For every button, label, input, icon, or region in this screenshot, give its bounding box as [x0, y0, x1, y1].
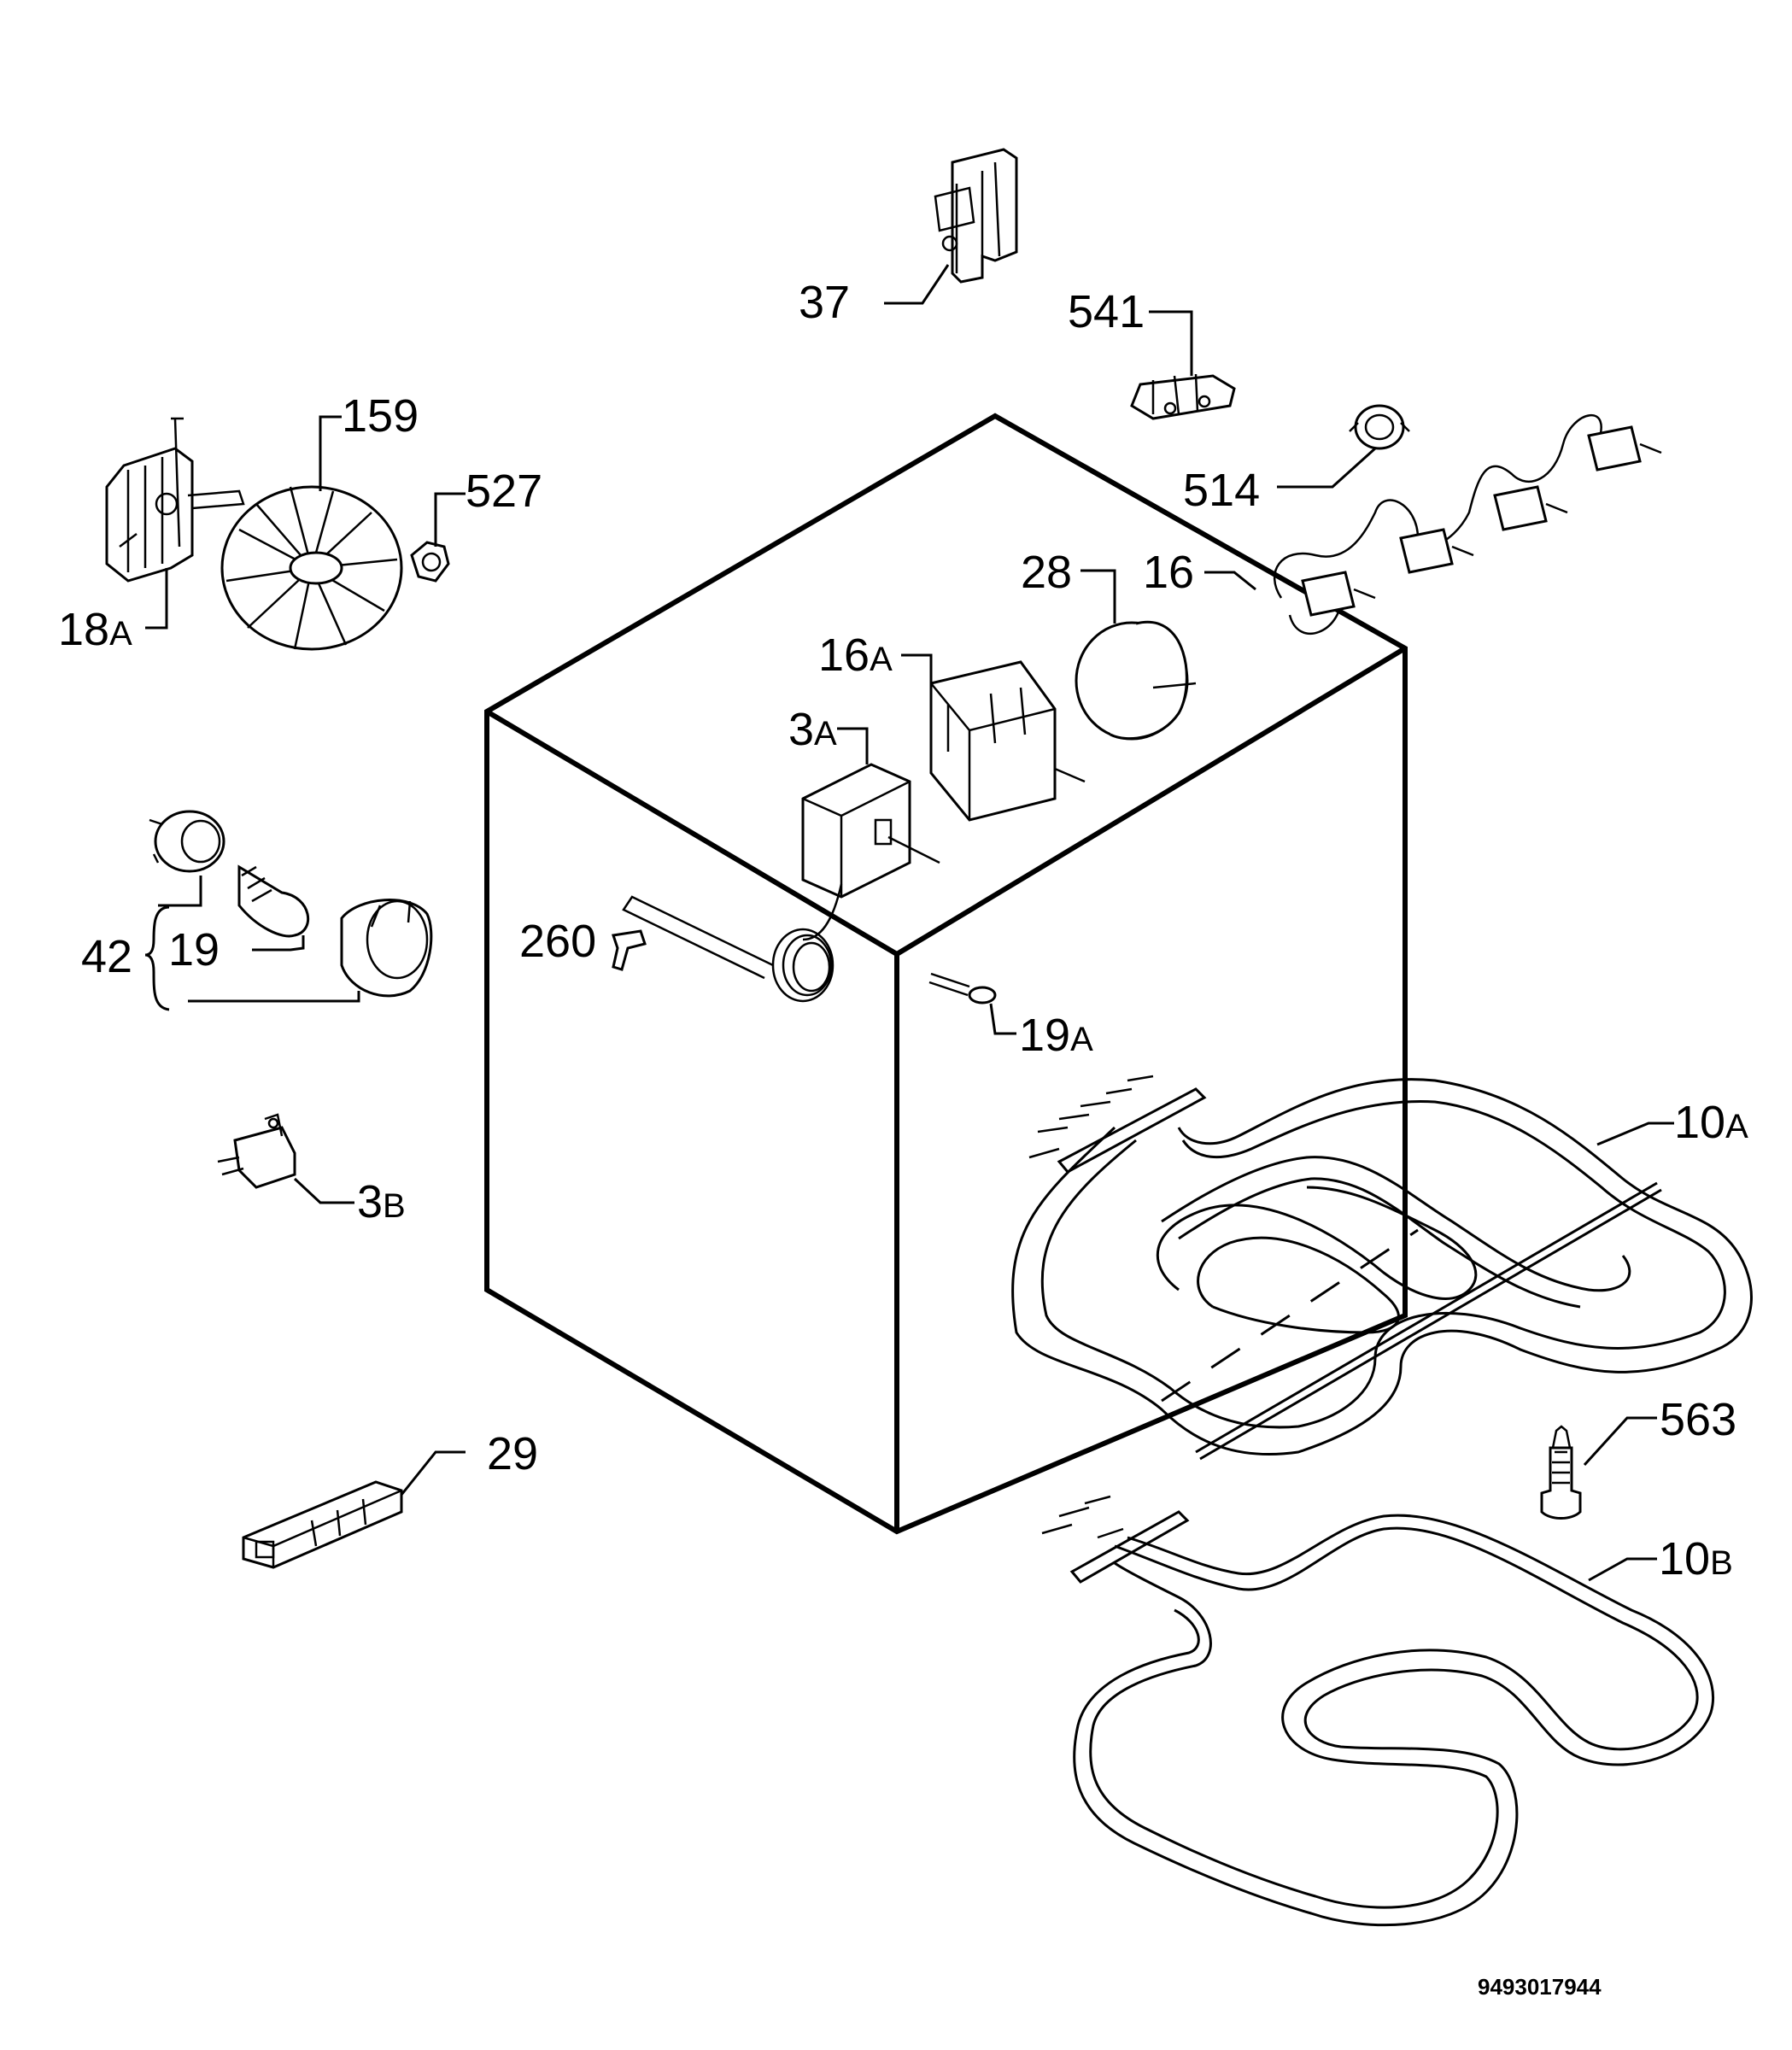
leader-3b	[293, 1177, 354, 1204]
document-code: 9493017944	[1478, 1974, 1602, 2000]
part-16a-selector-switch	[929, 660, 1086, 822]
part-29-terminal-block	[242, 1480, 403, 1569]
part-19a-sensor	[928, 972, 997, 1004]
label-527: 527	[466, 466, 542, 517]
oven-cavity-box	[484, 413, 1419, 1535]
part-16-wiring-switches	[1273, 413, 1662, 635]
leader-527	[434, 492, 466, 547]
leader-19a	[989, 1003, 1016, 1035]
label-16a: 16A	[818, 630, 893, 681]
leader-16a	[901, 653, 933, 683]
part-159-fan-wheel	[220, 485, 403, 651]
part-42-lamp-holder	[149, 810, 225, 873]
leader-42a	[158, 876, 202, 907]
part-28-timer	[1075, 620, 1197, 741]
label-3b: 3B	[357, 1176, 406, 1227]
part-37-switch	[934, 148, 1018, 284]
label-19: 19	[168, 924, 220, 975]
label-29: 29	[487, 1428, 538, 1479]
leader-18a	[145, 568, 168, 630]
part-3b-safety-switch	[217, 1113, 296, 1189]
leader-37	[884, 264, 950, 305]
leader-541	[1149, 310, 1193, 376]
label-260: 260	[519, 916, 596, 967]
label-42: 42	[81, 931, 132, 982]
leader-29	[400, 1450, 466, 1496]
label-3a: 3A	[788, 704, 837, 755]
label-37: 37	[799, 277, 850, 328]
label-19a: 19A	[1019, 1010, 1093, 1061]
leader-28	[1080, 569, 1116, 624]
label-18a: 18A	[58, 604, 132, 655]
brace-42	[144, 905, 170, 1011]
label-28: 28	[1021, 547, 1072, 598]
part-541-terminal	[1130, 373, 1236, 420]
part-260-clip	[612, 929, 647, 971]
leader-19	[252, 935, 305, 952]
leader-514	[1277, 447, 1377, 489]
part-527-nut	[410, 541, 450, 583]
leader-563	[1583, 1416, 1657, 1467]
label-563: 563	[1660, 1394, 1736, 1445]
leader-16	[1204, 571, 1256, 591]
part-42-lamp-cover	[340, 899, 433, 998]
leader-159	[319, 415, 342, 491]
part-3a-thermostat	[622, 763, 940, 1003]
leader-10b	[1588, 1557, 1657, 1582]
label-10a: 10A	[1674, 1097, 1748, 1148]
label-514: 514	[1183, 465, 1260, 516]
leader-3a	[837, 727, 869, 764]
part-563-screw	[1540, 1425, 1582, 1520]
label-159: 159	[342, 390, 419, 442]
part-18a-fan-motor	[105, 417, 245, 583]
part-10b-lower-heating-element	[1041, 1495, 1715, 1927]
part-514-grommet	[1349, 404, 1410, 450]
part-19-bulb	[237, 864, 309, 938]
part-10a-upper-heating-element	[1011, 1075, 1753, 1461]
label-541: 541	[1068, 286, 1145, 337]
leader-10a	[1596, 1122, 1674, 1146]
leader-42b	[188, 991, 360, 1003]
label-16: 16	[1143, 547, 1194, 598]
label-10b: 10B	[1659, 1533, 1733, 1584]
